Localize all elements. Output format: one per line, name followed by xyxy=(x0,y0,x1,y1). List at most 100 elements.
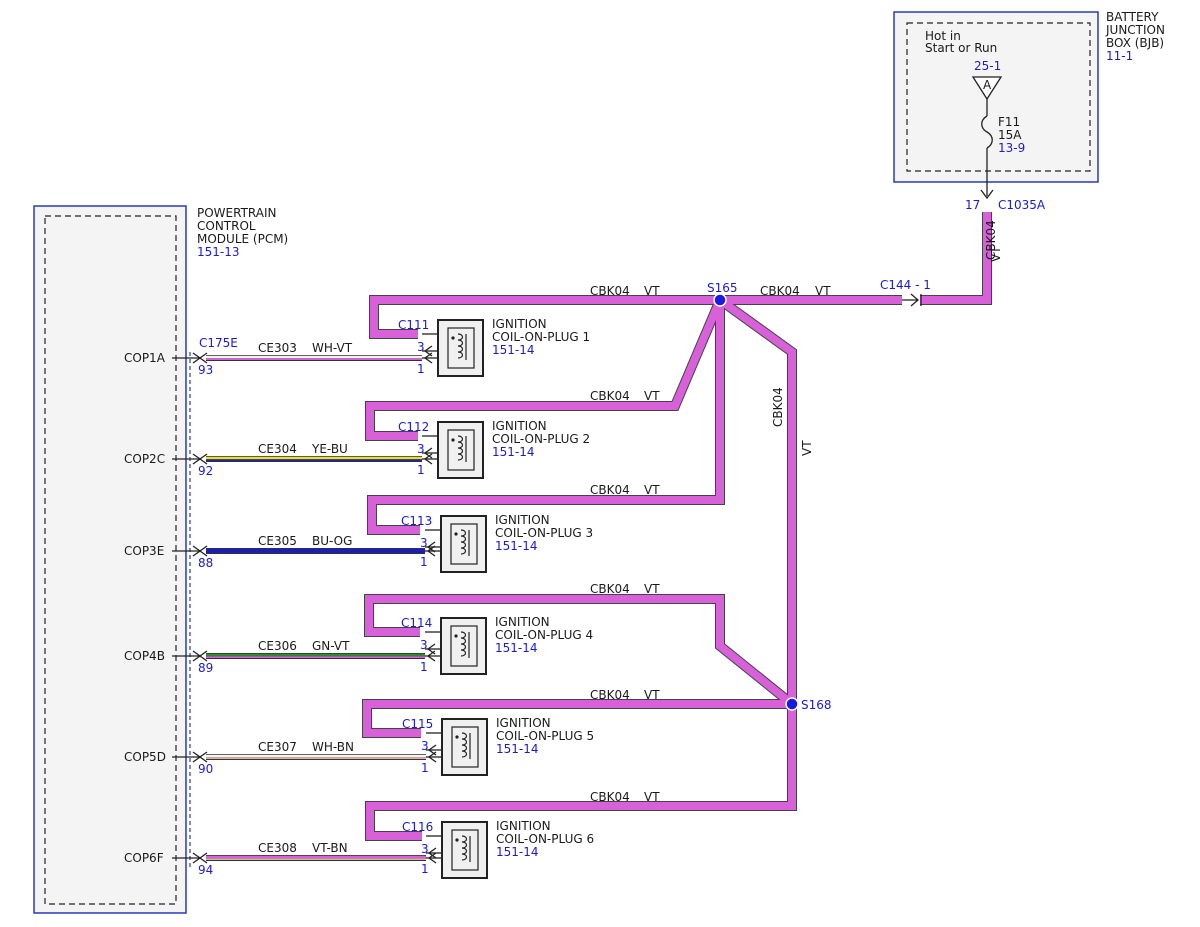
vt-label-coil-3: VT xyxy=(644,483,660,497)
splices: S165 S168 xyxy=(707,281,832,712)
pcm-name-line2: CONTROL xyxy=(197,219,256,233)
coil-pin1-label: 1 xyxy=(420,660,428,674)
fuse-name: F11 xyxy=(998,115,1020,129)
coil-pin1-label: 1 xyxy=(421,761,429,775)
vt-label-main: VT xyxy=(815,284,831,298)
pcm-pin-label: COP4B xyxy=(124,649,165,663)
pcm-connector: C175E xyxy=(199,336,238,350)
bjb-connector: C1035A xyxy=(998,198,1046,212)
coil-name-line1: IGNITION xyxy=(495,513,550,527)
signal-color-label: BU-OG xyxy=(312,534,352,548)
bjb-name-line3: BOX (BJB) xyxy=(1106,36,1164,50)
coil-name-line2: COIL-ON-PLUG 6 xyxy=(496,832,594,846)
pcm-pin-number: 94 xyxy=(198,863,213,877)
bjb-name-line1: BATTERY xyxy=(1106,10,1159,24)
coil-name-line2: COIL-ON-PLUG 5 xyxy=(496,729,594,743)
cbk04-label-main: CBK04 xyxy=(760,284,800,298)
splice-s168-label: S168 xyxy=(801,698,832,712)
coil-pin1-label: 1 xyxy=(417,463,425,477)
pcm-module: POWERTRAIN CONTROL MODULE (PCM) 151-13 C… xyxy=(33,205,288,914)
vt-label-coil-1: VT xyxy=(644,284,660,298)
bjb-dashed-inner xyxy=(906,22,1091,172)
signal-circuit-label: CE307 xyxy=(258,740,297,754)
coil-pin1-label: 1 xyxy=(421,862,429,876)
coil-connector-label: C111 xyxy=(398,318,429,332)
coil-pin1-arrow-icon xyxy=(423,453,433,465)
pcm-pin-label: COP6F xyxy=(124,851,164,865)
pcm-pin-label: COP1A xyxy=(124,351,166,365)
vt-wire-network xyxy=(362,212,992,841)
coil-pin3-label: 3 xyxy=(417,340,425,354)
coil-dot-icon xyxy=(455,735,459,739)
pcm-pin-label: COP5D xyxy=(124,750,166,764)
signal-circuit-label: CE306 xyxy=(258,639,297,653)
coil-pin1-label: 1 xyxy=(420,555,428,569)
splice-s165-dot[interactable] xyxy=(713,293,727,307)
vt-wire-coil-3 xyxy=(368,300,724,534)
coil-name-line1: IGNITION xyxy=(496,716,551,730)
coil-dot-icon xyxy=(454,634,458,638)
pcm-dashed-inner xyxy=(44,215,177,905)
coil-pin1-arrow-icon xyxy=(427,751,437,763)
coil-pin3-label: 3 xyxy=(417,442,425,456)
signal-circuit-label: CE305 xyxy=(258,534,297,548)
pcm-connector-arrow-icon xyxy=(198,545,208,557)
vt-wire-coil-5 xyxy=(363,700,792,737)
vt-wire-coil-1 xyxy=(370,296,720,338)
coil-name-line2: COIL-ON-PLUG 1 xyxy=(492,330,590,344)
fuse-rating: 15A xyxy=(998,128,1022,142)
pcm-connector-arrow-icon xyxy=(198,453,208,465)
bjb-bus-ref: 25-1 xyxy=(974,59,1001,73)
pcm-name-line1: POWERTRAIN xyxy=(197,206,277,220)
coil-winding-icon xyxy=(457,333,464,359)
ignition-coil-box[interactable] xyxy=(437,421,484,479)
pcm-connector-arrow-icon xyxy=(198,751,208,763)
coil-ref: 151-14 xyxy=(496,742,539,756)
coil-pin1-arrow-icon xyxy=(426,650,436,662)
coil-dot-icon xyxy=(455,838,459,842)
coil-pin1-arrow-icon xyxy=(423,352,433,364)
ignition-coil-box[interactable] xyxy=(440,515,487,573)
ignition-coil-box[interactable] xyxy=(441,718,488,776)
cbk04-label-coil-3: CBK04 xyxy=(590,483,630,497)
bjb-name-line2: JUNCTION xyxy=(1105,23,1165,37)
coil-pin3-label: 3 xyxy=(421,842,429,856)
coil-pin3-label: 3 xyxy=(421,739,429,753)
coil-pin3-label: 3 xyxy=(420,536,428,550)
coil-pin1-arrow-icon xyxy=(427,852,437,864)
coil-pin3-arrow-icon xyxy=(427,847,437,859)
coil-inner-outline xyxy=(450,523,478,565)
pcm-pin-label: COP3E xyxy=(124,544,164,558)
signal-circuit-label: CE304 xyxy=(258,442,297,456)
pcm-pin-number: 92 xyxy=(198,464,213,478)
vt-label-coil-6: VT xyxy=(644,790,660,804)
pcm-connector-arrow-icon xyxy=(198,852,208,864)
coil-connector-label: C113 xyxy=(401,514,432,528)
bjb-bus-letter: A xyxy=(983,78,992,92)
coil-connector-label: C116 xyxy=(402,820,433,834)
ignition-coil-box[interactable] xyxy=(441,821,488,879)
bjb-pin: 17 xyxy=(965,198,980,212)
ignition-coil-box[interactable] xyxy=(437,319,484,377)
cbk04-label-coil-2: CBK04 xyxy=(590,389,630,403)
bjb-ref: 11-1 xyxy=(1106,49,1133,63)
coil-inner-outline xyxy=(451,829,479,871)
coil-inner-outline xyxy=(447,429,475,471)
pcm-connector-arrow-icon xyxy=(198,352,208,364)
coil-pin1-arrow-icon xyxy=(426,545,436,557)
coil-dot-icon xyxy=(451,336,455,340)
splice-s168-dot[interactable] xyxy=(785,697,799,711)
ignition-coil-box[interactable] xyxy=(440,617,487,675)
pcm-pin-number: 90 xyxy=(198,762,213,776)
coil-name-line1: IGNITION xyxy=(496,819,551,833)
pcm-name-line3: MODULE (PCM) xyxy=(197,232,288,246)
signal-color-label: YE-BU xyxy=(311,442,348,456)
pcm-pin-label: COP2C xyxy=(124,452,165,466)
coil-winding-icon xyxy=(457,435,464,461)
cbk04-label-coil-1: CBK04 xyxy=(590,284,630,298)
vt-wire-coil-2 xyxy=(366,298,724,440)
